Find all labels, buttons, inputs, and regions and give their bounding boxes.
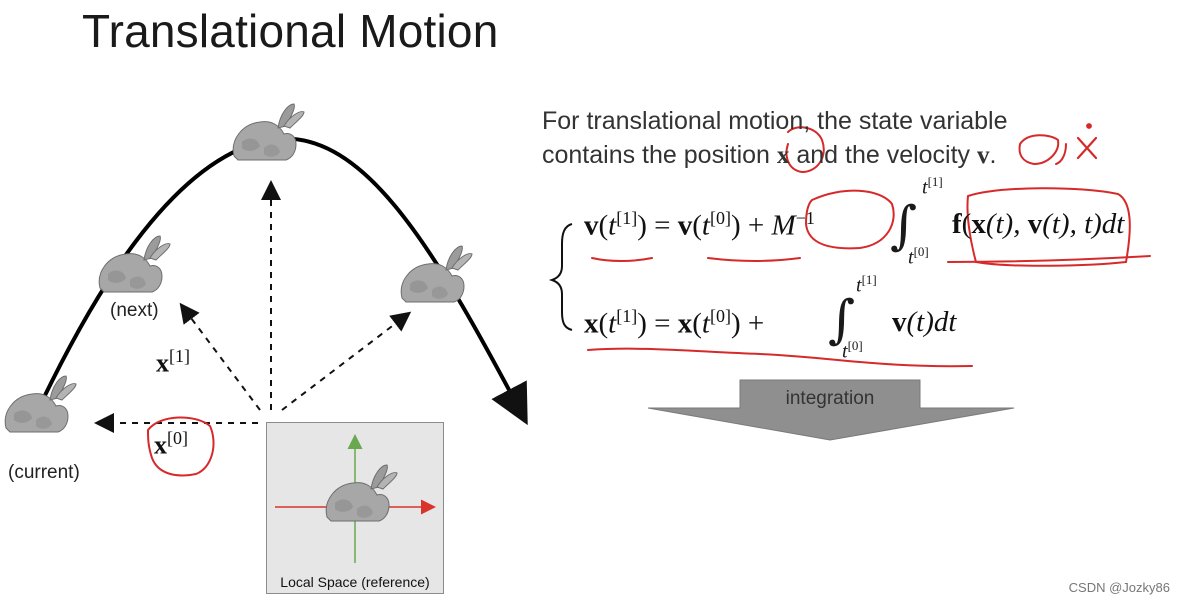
integral-1-upper: t[1] bbox=[922, 174, 943, 199]
vector-x1 bbox=[179, 302, 261, 411]
equation-position: x(t[1]) = x(t[0]) + bbox=[584, 306, 765, 340]
vector-label-x0: x[0] bbox=[154, 428, 188, 460]
watermark: CSDN @Jozky86 bbox=[1068, 580, 1170, 595]
bunny-right bbox=[400, 245, 473, 303]
integration-arrow bbox=[647, 379, 1015, 441]
integration-label: integration bbox=[785, 388, 875, 409]
description: For translational motion, the state vari… bbox=[542, 104, 1008, 173]
xdot-annotation bbox=[1076, 123, 1098, 160]
integral-1-lower: t[0] bbox=[908, 244, 929, 269]
equation-position-integrand: v(t)dt bbox=[892, 306, 957, 338]
description-line2: contains the position x and the velocity… bbox=[542, 141, 997, 169]
bunny-current bbox=[4, 375, 77, 433]
bunny-top bbox=[232, 103, 305, 161]
vector-to-right bbox=[281, 311, 412, 411]
local-space-caption: Local Space (reference) bbox=[280, 574, 430, 590]
integral-2-lower: t[0] bbox=[842, 338, 863, 363]
integral-sign-2: ∫ bbox=[828, 290, 856, 350]
local-axes bbox=[275, 434, 436, 563]
equation-velocity-integrand: f(x(t), v(t), t)dt bbox=[952, 208, 1125, 240]
vector-label-x1: x[1] bbox=[156, 346, 190, 378]
description-line1: For translational motion, the state vari… bbox=[542, 107, 1008, 135]
slide-title: Translational Motion bbox=[82, 5, 499, 57]
equation-velocity: v(t[1]) = v(t[0]) + M−1 bbox=[584, 208, 815, 242]
integral-2-upper: t[1] bbox=[856, 272, 877, 297]
integral-sign-1: ∫ bbox=[890, 196, 918, 256]
label-current: (current) bbox=[8, 462, 80, 483]
equation-brace bbox=[548, 223, 573, 331]
label-next: (next) bbox=[110, 300, 159, 321]
red-annotations bbox=[147, 126, 1151, 477]
local-space-box: Local Space (reference) bbox=[266, 422, 444, 594]
